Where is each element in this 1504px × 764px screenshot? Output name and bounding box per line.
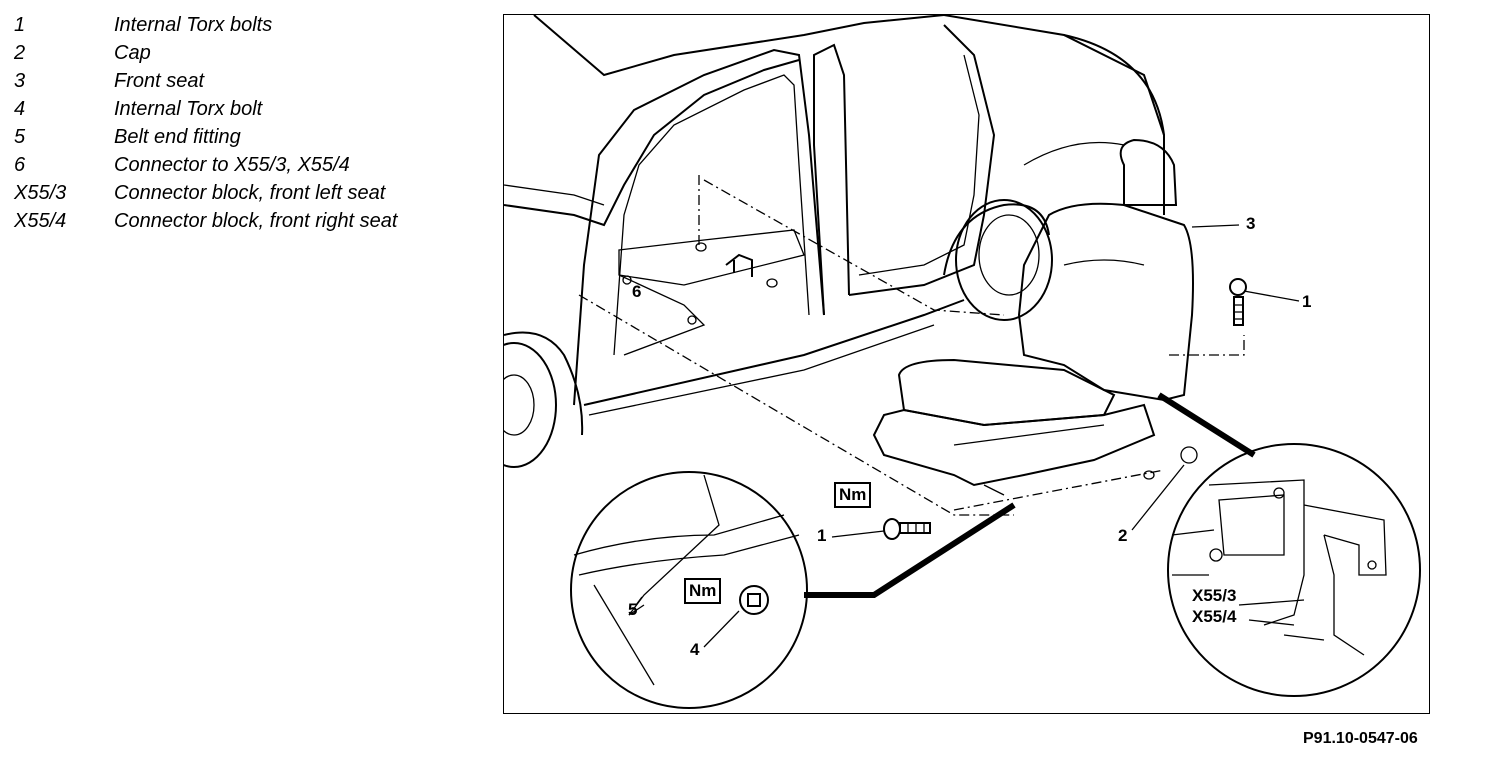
- legend-key: X55/3: [14, 182, 67, 204]
- bolt-1-top: [1229, 278, 1247, 326]
- legend-description: Cap: [114, 42, 151, 64]
- front-window: [504, 59, 800, 227]
- rear-wheel-arch: [943, 203, 1050, 276]
- callout-6: 6: [632, 282, 642, 301]
- callout-4: 4: [690, 640, 700, 659]
- roof-line: [533, 15, 945, 77]
- seat-backrest: [1017, 202, 1194, 402]
- torque-spec-badge: Nm: [834, 482, 872, 508]
- legend-description: Belt end fitting: [114, 126, 241, 148]
- bolt-1-bottom: [883, 518, 931, 540]
- callout-x55-4: X55/4: [1192, 607, 1237, 626]
- legend-key: 1: [14, 14, 26, 36]
- diagram-illustration: [504, 15, 1421, 709]
- figure-reference-code: P91.10-0547-06: [1303, 730, 1418, 747]
- legend-key: 3: [14, 70, 26, 92]
- door-opening: [573, 48, 825, 406]
- seat-base: [872, 403, 1156, 487]
- detail-circle-connector-block: [1167, 443, 1421, 697]
- seat-headrest: [1119, 138, 1178, 206]
- legend-key: 6: [14, 154, 26, 176]
- legend-description: Connector block, front left seat: [114, 182, 386, 204]
- cap-2: [1180, 446, 1198, 464]
- callout-1-top: 1: [1302, 292, 1312, 311]
- legend-key: 4: [14, 98, 26, 120]
- callout-2: 2: [1118, 526, 1128, 545]
- detail-circle-belt-fitting: [570, 471, 808, 709]
- rear-roof: [943, 15, 1165, 136]
- b-pillar: [813, 43, 850, 316]
- legend-description: Front seat: [114, 70, 205, 92]
- legend-description: Connector to X55/3, X55/4: [114, 154, 350, 176]
- rear-wheel: [955, 199, 1053, 321]
- torque-spec-badge: Nm: [684, 578, 722, 604]
- legend-description: Connector block, front right seat: [114, 210, 398, 232]
- legend-description: Internal Torx bolts: [114, 14, 273, 36]
- callout-1-bottom: 1: [817, 526, 827, 545]
- floor-panel: [618, 229, 805, 286]
- legend-key: X55/4: [14, 210, 67, 232]
- callout-x55-3: X55/3: [1192, 586, 1237, 605]
- callout-5: 5: [628, 600, 638, 619]
- door-sill: [583, 299, 965, 406]
- legend-key: 5: [14, 126, 26, 148]
- front-wheel-arch: [504, 331, 584, 436]
- legend-description: Internal Torx bolt: [114, 98, 263, 120]
- rear-door-opening: [848, 24, 996, 296]
- front-wheel: [504, 342, 557, 468]
- seat-removal-diagram: 6 3 1 1 2 5 4 X55/3 X55/4 Nm Nm: [503, 14, 1430, 714]
- legend-key: 2: [14, 42, 26, 64]
- callout-3: 3: [1246, 214, 1256, 233]
- connector-6: [725, 253, 753, 277]
